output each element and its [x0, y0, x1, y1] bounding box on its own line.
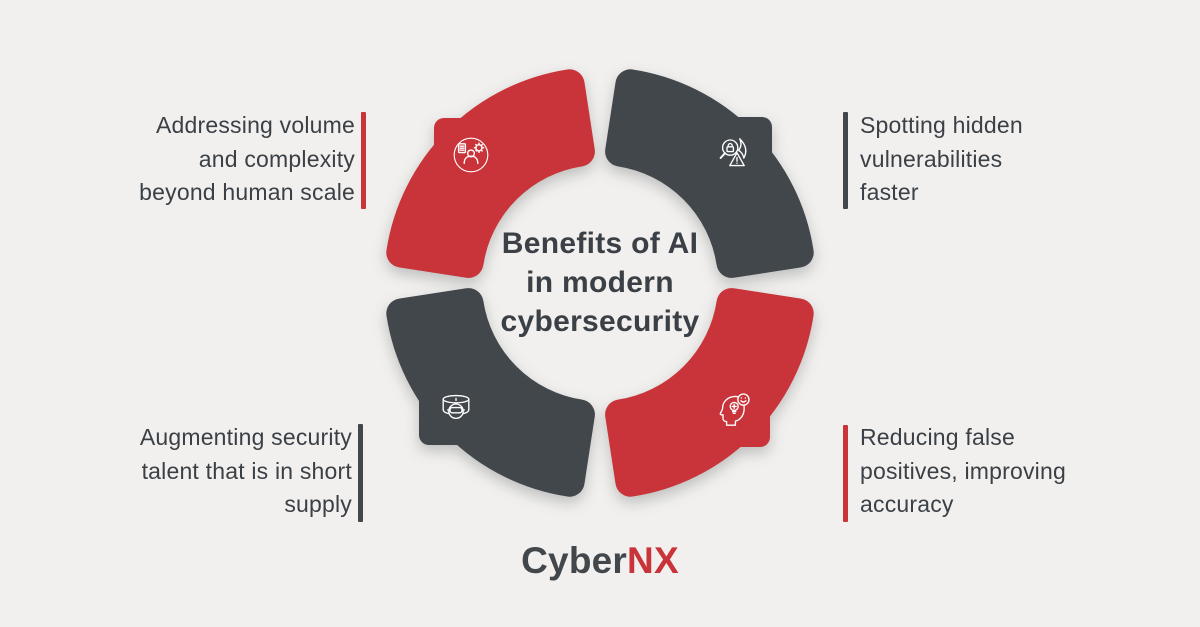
- segment-arc-bottom-right: [605, 288, 814, 497]
- center-title-line: Benefits of AI: [501, 227, 699, 260]
- accent-bar-bottom-right: [843, 425, 848, 522]
- accent-bar-top-right: [843, 112, 848, 209]
- segment-arc-bottom-left: [386, 288, 595, 497]
- callout-bottom-left-line: talent that is in short: [141, 457, 352, 484]
- ring-diagram: [386, 69, 814, 497]
- callout-top-right-line: vulnerabilities: [860, 145, 1003, 172]
- segment-arc-top-left: [386, 69, 595, 278]
- callout-top-left-line: and complexity: [198, 145, 355, 172]
- accent-bar-bottom-left: [358, 424, 363, 522]
- segment-arc-top-right: [605, 69, 814, 278]
- callout-top-left: Addressing volume and complexity beyond …: [55, 109, 355, 210]
- callout-top-left-line: Addressing volume: [155, 112, 355, 138]
- callout-bottom-right-line: Reducing false: [860, 424, 1015, 450]
- center-title: Benefits of AI in modern cybersecurity: [450, 224, 750, 341]
- head-lightbulb-smiley-icon: [719, 393, 750, 426]
- ring-segment-top-right: [605, 69, 814, 278]
- callout-bottom-right-line: accuracy: [860, 491, 954, 517]
- callout-top-right-line: faster: [860, 179, 919, 205]
- center-title-line: cybersecurity: [500, 305, 700, 338]
- brand-logo-prefix: Cyber: [521, 540, 628, 581]
- callout-bottom-right: Reducing false positives, improving accu…: [860, 421, 1160, 522]
- brand-logo: CyberNX: [0, 540, 1200, 582]
- center-title-line: in modern: [526, 266, 674, 299]
- callout-bottom-left-line: Augmenting security: [139, 424, 352, 450]
- ring-segment-top-left: [386, 69, 595, 278]
- vr-headset-analyst-icon: [442, 394, 470, 420]
- callout-top-left-line: beyond human scale: [139, 179, 355, 205]
- brand-logo-suffix: NX: [627, 540, 679, 581]
- ring-segment-bottom-right: [605, 288, 814, 497]
- callout-top-right: Spotting hidden vulnerabilities faster: [860, 109, 1160, 210]
- magnifier-lock-alert-icon: [719, 138, 747, 167]
- analyst-documents-gear-icon: [453, 137, 489, 173]
- accent-bar-top-left: [361, 112, 366, 209]
- callout-bottom-left-line: supply: [284, 491, 352, 517]
- callout-bottom-left: Augmenting security talent that is in sh…: [52, 421, 352, 522]
- callout-top-right-line: Spotting hidden: [860, 112, 1023, 138]
- callout-bottom-right-line: positives, improving: [860, 457, 1066, 484]
- ring-segment-bottom-left: [386, 288, 595, 497]
